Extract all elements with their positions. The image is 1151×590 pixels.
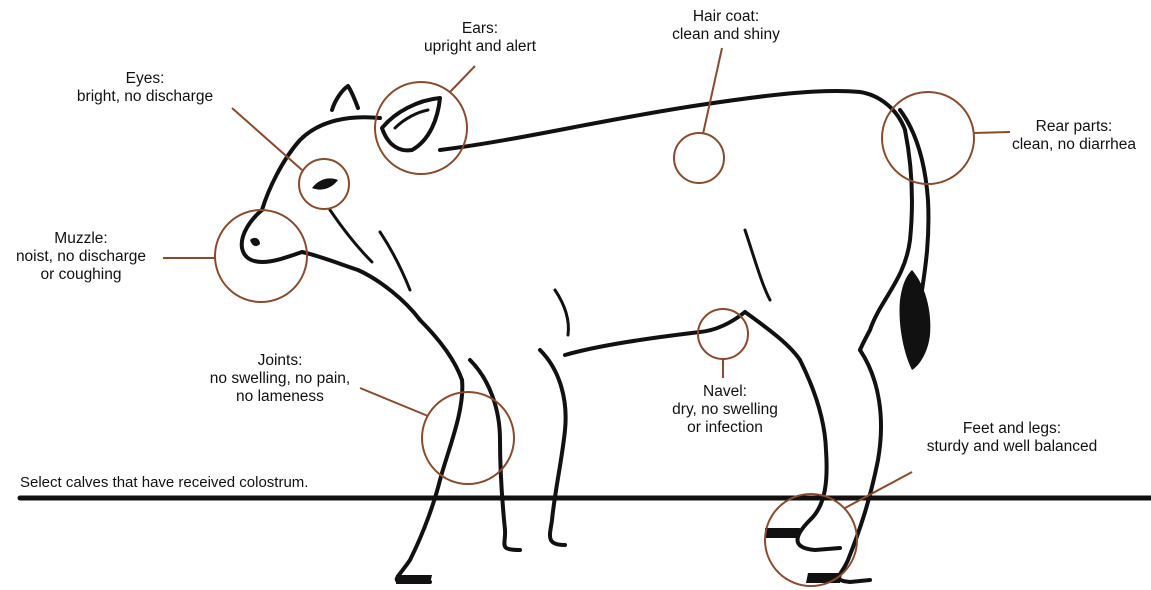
feet-circle [765,494,857,586]
calf-body-outline [242,86,929,582]
calf-eye [312,178,338,189]
rear-circle [882,92,974,184]
hair-circle [674,133,724,183]
joints-line-2: no lameness [190,388,370,406]
muzzle-line-2: or coughing [0,266,162,284]
navel-label: Navel: dry, no swelling or infection [650,383,800,437]
hair-line-1: clean and shiny [646,26,806,44]
calf-hooves [396,528,842,584]
navel-title: Navel: [650,383,800,401]
hair-leader [703,48,722,134]
rear-title: Rear parts: [994,118,1151,136]
muzzle-line-1: noist, no discharge [0,248,162,266]
navel-circle [698,309,748,359]
eyes-label: Eyes: bright, no discharge [60,70,230,106]
tail-tip [900,270,931,370]
joints-label: Joints: no swelling, no pain, no lamenes… [190,352,370,406]
rear-parts-label: Rear parts: clean, no diarrhea [994,118,1151,154]
joints-title: Joints: [190,352,370,370]
navel-line-2: or infection [650,419,800,437]
joints-leader [360,388,428,416]
muzzle-label: Muzzle: noist, no discharge or coughing [0,230,162,284]
hair-coat-label: Hair coat: clean and shiny [646,8,806,44]
eyes-line-1: bright, no discharge [60,88,230,106]
feet-leader [845,472,912,508]
colostrum-note: Select calves that have received colostr… [20,474,308,491]
hair-title: Hair coat: [646,8,806,26]
ears-title: Ears: [390,20,570,38]
callout-markers [163,48,1010,586]
eyes-leader [232,108,302,170]
rear-line-1: clean, no diarrhea [994,136,1151,154]
ears-label: Ears: upright and alert [390,20,570,56]
ears-leader [450,66,475,92]
ears-line-1: upright and alert [390,38,570,56]
feet-title: Feet and legs: [912,420,1112,438]
muzzle-title: Muzzle: [0,230,162,248]
eyes-title: Eyes: [60,70,230,88]
calf-nostril [250,238,260,246]
feet-line-1: sturdy and well balanced [912,438,1112,456]
joints-line-1: no swelling, no pain, [190,370,370,388]
ears-circle [375,82,467,174]
navel-line-1: dry, no swelling [650,401,800,419]
feet-legs-label: Feet and legs: sturdy and well balanced [912,420,1112,456]
